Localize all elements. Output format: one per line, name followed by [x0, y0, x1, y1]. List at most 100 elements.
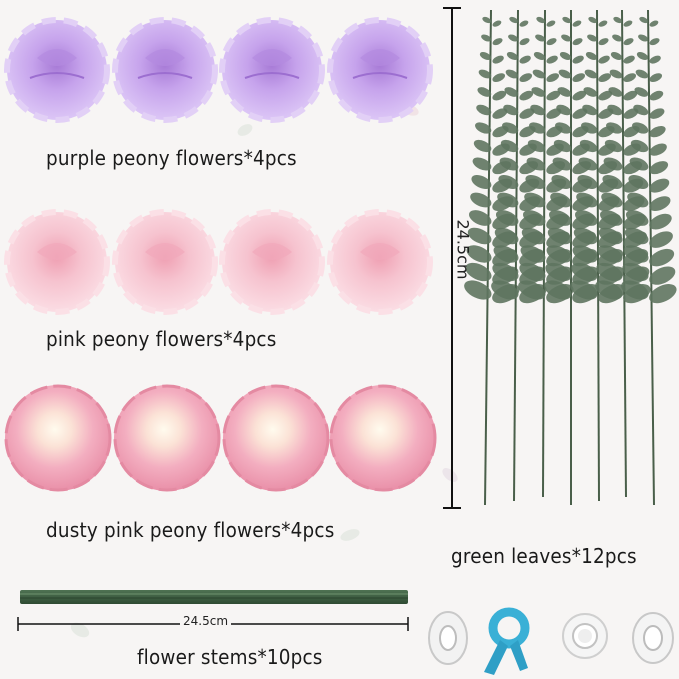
- eucalyptus-leaf: [527, 139, 546, 153]
- eucalyptus-leaf: [491, 280, 519, 300]
- eucalyptus-leaf: [524, 192, 546, 208]
- eucalyptus-leaf: [639, 16, 649, 24]
- eucalyptus-leaf: [509, 16, 519, 24]
- pink-peony-row: [4, 209, 433, 315]
- eucalyptus-leaf: [466, 245, 492, 263]
- eucalyptus-leaf: [582, 104, 598, 116]
- eucalyptus-leaf: [632, 122, 649, 134]
- eucalyptus-leaf: [624, 227, 649, 245]
- eucalyptus-leaf: [504, 87, 519, 97]
- eucalyptus-leaf: [623, 90, 638, 101]
- eucalyptus-leaf: [482, 16, 492, 24]
- eucalyptus-leaf: [598, 20, 608, 27]
- eucalyptus-leaf: [519, 38, 530, 46]
- purple-peony: [219, 17, 325, 123]
- eucalyptus-leaf: [492, 108, 508, 119]
- eucalyptus-leaf: [519, 73, 533, 83]
- eucalyptus-leaf: [552, 157, 572, 171]
- dusty-pink-peony: [222, 384, 330, 492]
- eucalyptus-leaf: [613, 16, 623, 24]
- eucalyptus-leaf: [604, 139, 623, 153]
- green-leaves-bundle: [464, 9, 677, 506]
- eucalyptus-leaf: [546, 73, 560, 83]
- eucalyptus-leaf: [649, 143, 667, 156]
- eucalyptus-leaf: [546, 20, 556, 27]
- eucalyptus-leaf: [609, 69, 623, 79]
- eucalyptus-leaf: [519, 108, 535, 119]
- eucalyptus-leaf: [581, 122, 598, 134]
- eucalyptus-leaf: [558, 69, 572, 79]
- leaf-stem: [621, 9, 627, 498]
- eucalyptus-leaf: [519, 55, 531, 64]
- pink-peony-label: pink peony flowers*4pcs: [46, 327, 277, 351]
- eucalyptus-leaf: [636, 52, 649, 60]
- eucalyptus-leaf: [550, 192, 572, 208]
- eucalyptus-leaf: [649, 266, 676, 285]
- eucalyptus-leaf: [587, 34, 598, 42]
- eucalyptus-leaf: [572, 245, 598, 263]
- eucalyptus-leaf: [476, 104, 492, 116]
- eucalyptus-leaf: [545, 262, 572, 282]
- eucalyptus-leaf: [596, 262, 623, 282]
- eucalyptus-leaf: [576, 192, 598, 208]
- green-leaves-label: green leaves*12pcs: [451, 544, 637, 568]
- eucalyptus-leaf: [467, 227, 492, 245]
- eucalyptus-leaf: [649, 284, 677, 304]
- eucalyptus-leaf: [649, 196, 671, 212]
- eucalyptus-leaf: [500, 139, 519, 153]
- eucalyptus-leaf: [547, 227, 572, 245]
- eucalyptus-leaf: [561, 34, 572, 42]
- eucalyptus-leaf: [598, 55, 610, 64]
- eucalyptus-leaf: [649, 20, 659, 27]
- eucalyptus-leaf: [497, 192, 519, 208]
- eucalyptus-leaf: [572, 90, 587, 101]
- eucalyptus-leaf: [546, 90, 561, 101]
- eucalyptus-leaf: [526, 157, 546, 171]
- eucalyptus-leaf: [546, 55, 558, 64]
- eucalyptus-leaf: [473, 139, 492, 153]
- dusty-pink-peony-label: dusty pink peony flowers*4pcs: [46, 518, 335, 542]
- eucalyptus-leaf: [551, 175, 572, 189]
- eucalyptus-leaf: [546, 108, 562, 119]
- leaf-height-dimension-line: [443, 7, 461, 509]
- eucalyptus-leaf: [557, 87, 572, 97]
- eucalyptus-leaf: [544, 280, 572, 300]
- eucalyptus-leaf: [519, 20, 529, 27]
- eucalyptus-leaf: [492, 90, 507, 101]
- eucalyptus-leaf: [649, 73, 663, 83]
- eucalyptus-leaf: [494, 227, 519, 245]
- eucalyptus-leaf: [623, 73, 637, 83]
- eucalyptus-leaf: [602, 175, 623, 189]
- eucalyptus-leaf: [635, 69, 649, 79]
- eucalyptus-leaf: [477, 87, 492, 97]
- eucalyptus-leaf: [623, 38, 634, 46]
- eucalyptus-leaf: [649, 38, 660, 46]
- eucalyptus-leaf: [533, 52, 546, 60]
- eucalyptus-leaf: [465, 262, 492, 282]
- eucalyptus-leaf: [521, 227, 546, 245]
- eucalyptus-leaf: [573, 227, 598, 245]
- eucalyptus-leaf: [525, 175, 546, 189]
- eucalyptus-leaf: [572, 38, 583, 46]
- eucalyptus-leaf: [622, 262, 649, 282]
- eucalyptus-leaf: [546, 245, 572, 263]
- eucalyptus-leaf: [623, 108, 639, 119]
- eucalyptus-leaf: [627, 192, 649, 208]
- eucalyptus-leaf: [553, 139, 572, 153]
- eucalyptus-leaf: [531, 87, 546, 97]
- eucalyptus-leaf: [555, 122, 572, 134]
- eucalyptus-leaf: [634, 87, 649, 97]
- eucalyptus-leaf: [638, 34, 649, 42]
- eucalyptus-leaf: [522, 210, 546, 226]
- eucalyptus-leaf: [630, 139, 649, 153]
- leaf-stem: [542, 9, 546, 498]
- pink-peony: [219, 209, 325, 315]
- dusty-pink-peony-row: [4, 384, 437, 492]
- eucalyptus-leaf: [471, 175, 492, 189]
- eucalyptus-leaf: [495, 210, 519, 226]
- eucalyptus-leaf: [562, 16, 572, 24]
- eucalyptus-leaf: [472, 157, 492, 171]
- stem-length-dimension-text: 24.5cm: [180, 614, 232, 628]
- eucalyptus-leaf: [574, 210, 598, 226]
- eucalyptus-leaf: [584, 69, 598, 79]
